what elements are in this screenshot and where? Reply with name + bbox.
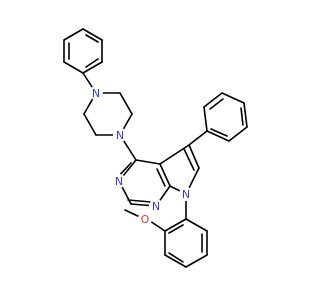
bond: [210, 128, 228, 137]
bond: [63, 28, 84, 41]
atom-background: [179, 187, 193, 201]
atom-label-nitrogen: N: [116, 129, 124, 142]
molecule-structure: N N N N N O: [63, 28, 248, 268]
bond: [149, 220, 166, 232]
bond: [168, 252, 184, 263]
bond: [85, 34, 99, 43]
bond: [82, 28, 103, 41]
bond: [228, 126, 248, 142]
bond: [83, 113, 97, 136]
bond: [85, 58, 99, 68]
bond: [156, 168, 166, 187]
atom-label-oxygen: O: [141, 213, 150, 226]
atom-background: [113, 128, 127, 142]
bond: [243, 102, 248, 128]
bond: [206, 130, 230, 142]
bond: [82, 61, 103, 74]
bond: [168, 224, 184, 234]
atom-label-nitrogen: N: [115, 175, 123, 188]
atom-label-nitrogen: N: [182, 188, 190, 201]
bond: [124, 209, 141, 218]
bond: [221, 92, 245, 104]
bond: [127, 199, 152, 203]
bond: [203, 92, 223, 108]
bond: [164, 254, 187, 268]
bond: [203, 106, 208, 132]
atom-background: [149, 199, 163, 213]
bond: [135, 159, 161, 165]
bond: [188, 144, 200, 169]
bond: [183, 148, 195, 171]
bond: [185, 218, 208, 232]
atom-label-layer: N N N N N O: [89, 86, 193, 226]
atom-background: [138, 212, 152, 226]
molecule-canvas: N N N N N O: [63, 28, 248, 268]
bond: [164, 218, 187, 232]
bond: [119, 92, 133, 115]
atom-background: [89, 86, 103, 100]
bond-layer: [63, 28, 248, 268]
bond: [159, 144, 190, 165]
atom-label-nitrogen: N: [92, 87, 100, 100]
bond: [188, 130, 208, 146]
bond: [63, 61, 84, 74]
atom-background: [112, 174, 126, 188]
bond: [209, 98, 224, 110]
bond: [159, 163, 171, 187]
atom-label-nitrogen: N: [152, 200, 160, 213]
bond: [185, 254, 208, 268]
bond: [240, 107, 244, 126]
